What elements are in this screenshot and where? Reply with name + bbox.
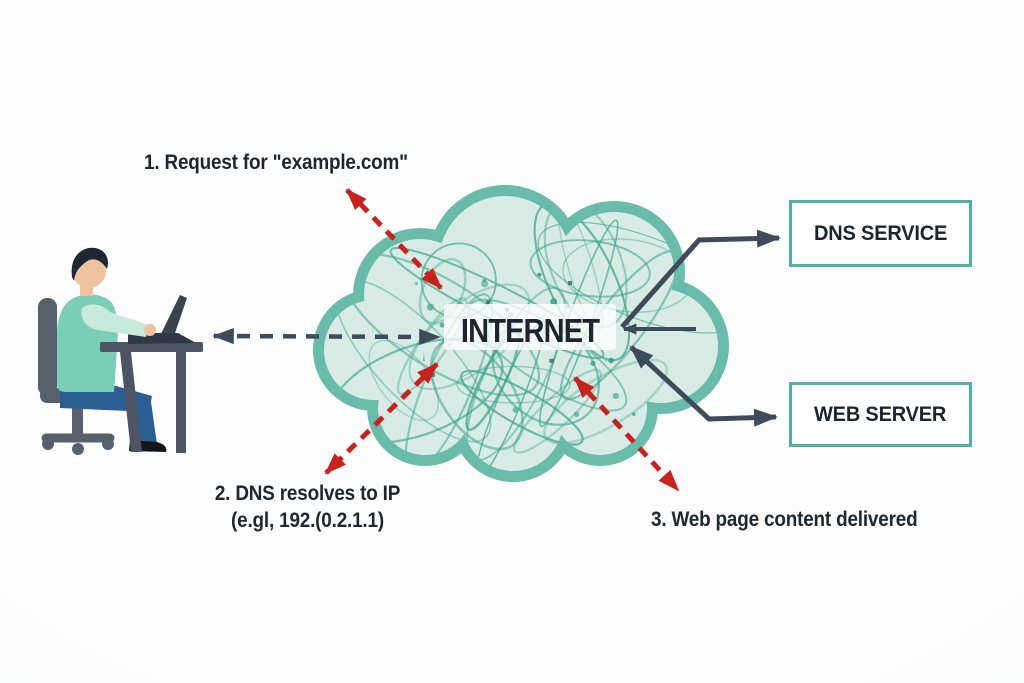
arrow-internet-webserver — [629, 345, 778, 427]
arrow-step2-dns-resolve — [324, 362, 439, 475]
arrow-internet-to-dns — [620, 229, 781, 329]
arrow-user-internet — [212, 327, 441, 346]
user-illustration — [38, 247, 203, 455]
step2-label: 2. DNS resolves to IP (e.gl, 192.(0.2.1.… — [202, 480, 414, 534]
dns-service-label: DNS SERVICE — [813, 221, 948, 245]
web-server-label: WEB SERVER — [814, 402, 947, 426]
step2-line1: 2. DNS resolves to IP — [214, 482, 401, 505]
person-upper — [71, 247, 156, 337]
arrow-step3-content-delivered — [573, 376, 680, 492]
dns-service-node: DNS SERVICE — [789, 200, 972, 267]
desk — [100, 342, 203, 453]
laptop — [128, 295, 196, 344]
internet-cloud: INTERNET — [313, 185, 729, 482]
arrow-step1-request — [345, 188, 443, 290]
internet-label-band — [444, 304, 616, 350]
step3-label: 3. Web page content delivered — [651, 508, 918, 531]
web-server-node: WEB SERVER — [789, 382, 972, 447]
step1-label: 1. Request for "example.com" — [144, 151, 408, 174]
internet-label: INTERNET — [461, 312, 600, 349]
step2-line2: (e.gl, 192.(0.2.1.1) — [231, 509, 384, 532]
